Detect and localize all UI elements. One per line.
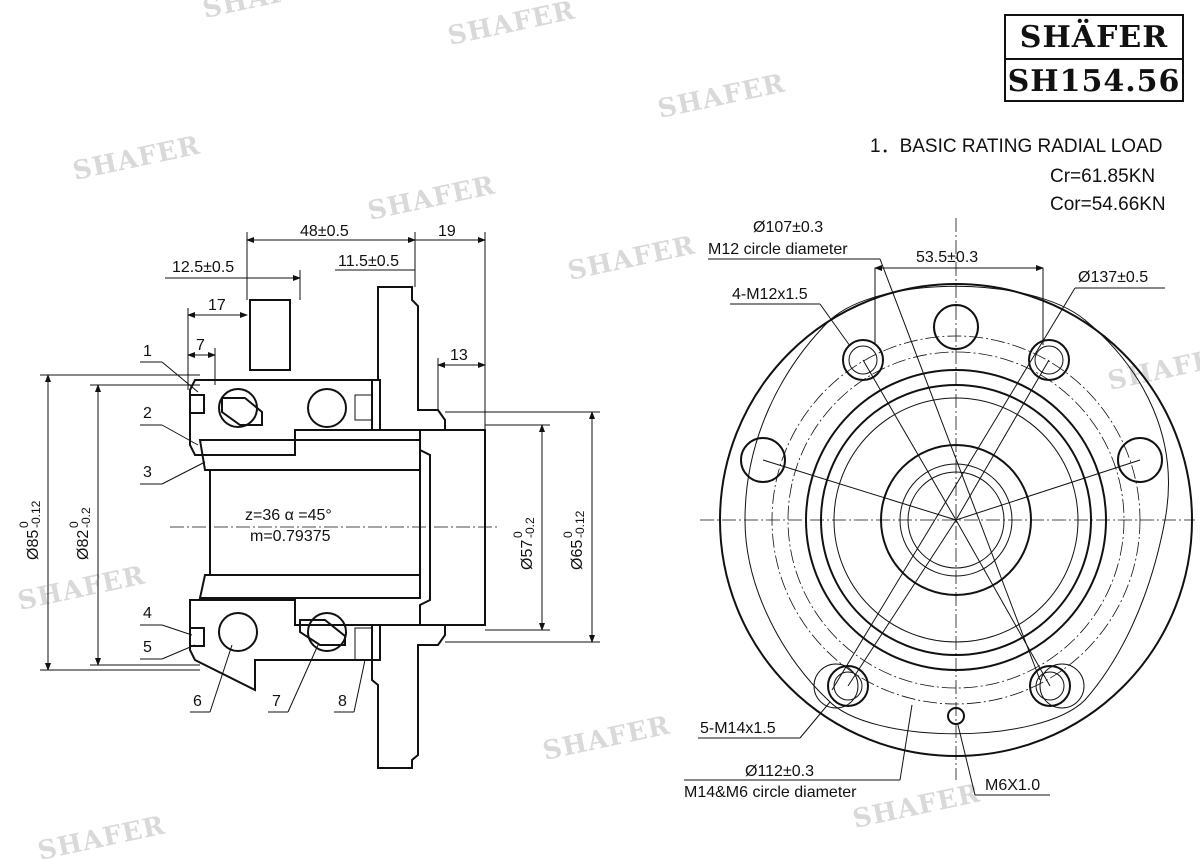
dim-dia107: Ø107±0.3 [753,219,823,236]
dim-dia65: Ø65 [569,540,586,570]
watermark: SHAFER [200,0,333,25]
m14-holes [740,304,1163,709]
watermark: SHAFER [850,779,983,835]
dim-dia85-tol-upper: 0 [17,521,31,528]
dim-17: 17 [208,297,226,314]
callout-3: 3 [143,464,152,481]
dim-dia82: Ø82 [75,530,92,560]
brand-box: SHÄFER SH154.56 [1004,14,1184,102]
rating-heading: 1．BASIC RATING RADIAL LOAD [870,136,1162,157]
dim-dia82-tol-lower: -0.2 [79,507,93,528]
callout-5: 5 [143,639,152,656]
dim-dia85-tol-lower: -0.12 [29,500,43,528]
m14-m6-circle-label: M14&M6 circle diameter [684,784,857,801]
spline-teeth-angle: z=36 α =45° [245,507,332,524]
dim-dia112: Ø112±0.3 [745,763,814,780]
callout-8: 8 [338,693,347,710]
watermarks: SHAFER SHAFER SHAFER SHAFER SHAFER SHAFE… [15,0,1200,867]
dim-dia57-tol-upper: 0 [511,531,525,538]
m12-holes-label: 4-M12x1.5 [732,286,808,303]
watermark: SHAFER [70,131,203,187]
dim-48: 48±0.5 [300,223,349,240]
dim-dia65-tol-lower: -0.12 [573,510,587,538]
m6-hole [947,707,965,725]
callout-6: 6 [193,693,202,710]
rating-spec: 1．BASIC RATING RADIAL LOAD Cr=61.85KN Co… [870,136,1166,215]
dim-dia57: Ø57 [519,540,536,570]
dim-11-5: 11.5±0.5 [338,253,399,270]
dim-19: 19 [438,223,456,240]
dim-7: 7 [196,337,205,354]
section-view: 48±0.5 19 12.5±0.5 11.5±0.5 17 7 13 Ø85 … [17,223,600,769]
m12-circle-label: M12 circle diameter [708,241,848,258]
dim-12-5: 12.5±0.5 [172,259,234,276]
m6-label: M6X1.0 [985,777,1040,794]
brand-name: SHÄFER [1019,20,1169,55]
callout-2: 2 [143,405,152,422]
dim-dia82-tol-upper: 0 [67,521,81,528]
part-number: SH154.56 [1006,58,1182,102]
watermark: SHAFER [445,0,578,52]
m14-holes-label: 5-M14x1.5 [700,720,776,737]
front-view: Ø107±0.3 M12 circle diameter 53.5±0.3 Ø1… [684,218,1195,801]
watermark: SHAFER [655,69,788,125]
cr-value: Cr=61.85KN [1050,166,1155,187]
dim-dia57-tol-lower: -0.2 [523,517,537,538]
dim-dia65-tol-upper: 0 [561,531,575,538]
watermark: SHAFER [15,561,148,617]
m12-holes [827,339,1071,707]
watermark: SHAFER [540,711,673,767]
dim-13: 13 [450,347,468,364]
callout-4: 4 [143,605,152,622]
cor-value: Cor=54.66KN [1050,194,1166,215]
dim-dia85: Ø85 [25,530,42,560]
dim-dia137: Ø137±0.5 [1078,269,1148,286]
callout-7: 7 [272,693,281,710]
watermark: SHAFER [565,231,698,287]
callout-1: 1 [143,343,152,360]
watermark: SHAFER [365,171,498,227]
dim-53-5: 53.5±0.3 [916,249,978,266]
spline-module: m=0.79375 [250,528,331,545]
watermark: SHAFER [35,811,168,867]
